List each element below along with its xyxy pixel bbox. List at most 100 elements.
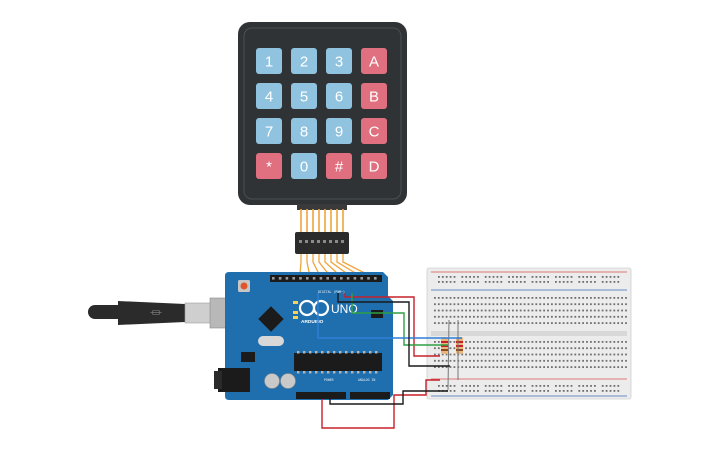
keypad-key-7[interactable]: 7 bbox=[256, 118, 282, 144]
keypad-wire[interactable] bbox=[306, 254, 311, 275]
breadboard-hole bbox=[625, 359, 627, 362]
wire-black-top[interactable] bbox=[337, 293, 450, 367]
keypad-key-6[interactable]: 6 bbox=[326, 83, 352, 109]
breadboard-hole bbox=[515, 309, 518, 312]
breadboard-hole bbox=[609, 366, 612, 368]
breadboard-hole bbox=[437, 353, 440, 356]
digital-pin bbox=[292, 277, 295, 280]
keypad-wires bbox=[299, 254, 367, 275]
breadboard-hole bbox=[496, 385, 499, 387]
header-pin bbox=[311, 240, 314, 243]
keypad-key-1[interactable]: 1 bbox=[256, 48, 282, 74]
keypad-key-A[interactable]: A bbox=[361, 48, 387, 74]
keypad-key-0[interactable]: 0 bbox=[291, 153, 317, 179]
breadboard-hole bbox=[504, 297, 506, 299]
breadboard-hole bbox=[539, 276, 542, 278]
wire-red-bottom[interactable] bbox=[321, 379, 440, 429]
keypad-key-#[interactable]: # bbox=[326, 153, 352, 179]
wire-green[interactable] bbox=[351, 293, 448, 346]
keypad-key-D[interactable]: D bbox=[361, 153, 387, 179]
breadboard-hole bbox=[621, 315, 623, 318]
keypad-key-4[interactable]: 4 bbox=[256, 83, 282, 109]
breadboard-hole bbox=[566, 315, 569, 318]
breadboard-hole bbox=[543, 309, 545, 312]
breadboard-hole bbox=[593, 359, 596, 362]
breadboard-hole bbox=[570, 359, 573, 362]
breadboard-hole bbox=[535, 390, 538, 392]
keypad-key-label: C bbox=[369, 124, 380, 141]
resistor-2[interactable] bbox=[456, 337, 463, 354]
header-pin bbox=[299, 240, 302, 243]
breadboard-hole bbox=[473, 385, 475, 387]
breadboard-hole bbox=[523, 341, 526, 343]
breadboard-hole bbox=[578, 366, 581, 368]
breadboard-hole bbox=[476, 353, 479, 356]
keypad-wire[interactable] bbox=[318, 254, 330, 275]
chip-leg bbox=[375, 351, 378, 354]
breadboard-hole bbox=[473, 309, 475, 312]
breadboard-hole bbox=[617, 303, 620, 306]
breadboard-hole bbox=[434, 297, 436, 299]
breadboard-hole bbox=[469, 322, 471, 324]
resistor-2-band bbox=[456, 345, 463, 347]
wire-black-bottom[interactable] bbox=[329, 390, 448, 405]
keypad-key-3[interactable]: 3 bbox=[326, 48, 352, 74]
breadboard-hole bbox=[531, 385, 534, 387]
breadboard-hole bbox=[535, 385, 538, 387]
keypad-header-pins bbox=[299, 240, 344, 243]
breadboard-hole bbox=[555, 390, 557, 392]
keypad-wire[interactable] bbox=[312, 254, 320, 275]
keypad-wire[interactable] bbox=[342, 254, 367, 275]
breadboard-hole bbox=[484, 281, 487, 283]
breadboard-hole bbox=[531, 297, 534, 299]
keypad-key-8[interactable]: 8 bbox=[291, 118, 317, 144]
breadboard-hole bbox=[437, 347, 440, 350]
breadboard-hole bbox=[484, 322, 487, 324]
breadboard-hole bbox=[535, 359, 538, 362]
breadboard-hole bbox=[508, 353, 510, 356]
breadboard-hole bbox=[504, 322, 506, 324]
breadboard-hole bbox=[492, 366, 495, 368]
breadboard-hole bbox=[582, 309, 584, 312]
breadboard-hole bbox=[445, 359, 448, 362]
breadboard-hole bbox=[519, 276, 522, 278]
digital-pin bbox=[367, 277, 370, 280]
keypad-wire[interactable] bbox=[324, 254, 339, 275]
keypad-key-C[interactable]: C bbox=[361, 118, 387, 144]
breadboard-hole bbox=[449, 390, 452, 392]
breadboard-hole bbox=[621, 297, 623, 299]
keypad-key-face bbox=[291, 83, 317, 109]
breadboard-hole bbox=[457, 315, 460, 318]
breadboard-hole bbox=[617, 359, 620, 362]
keypad-wire[interactable] bbox=[336, 254, 358, 275]
breadboard-hole bbox=[593, 341, 596, 343]
breadboard-hole bbox=[562, 359, 565, 362]
arduino-brand: ARDUINO bbox=[301, 319, 324, 325]
breadboard[interactable] bbox=[426, 267, 632, 400]
keypad-key-9[interactable]: 9 bbox=[326, 118, 352, 144]
wire-blue[interactable] bbox=[317, 293, 462, 339]
breadboard-hole bbox=[531, 341, 534, 343]
keypad-key-B[interactable]: B bbox=[361, 83, 387, 109]
breadboard-hole bbox=[531, 281, 534, 283]
keypad-key-face bbox=[326, 48, 352, 74]
keypad-wire[interactable] bbox=[330, 254, 348, 275]
breadboard-hole bbox=[558, 390, 561, 392]
wire-red-top[interactable] bbox=[344, 293, 440, 357]
breadboard-hole bbox=[519, 359, 522, 362]
breadboard-hole bbox=[508, 359, 510, 362]
keypad-key-5[interactable]: 5 bbox=[291, 83, 317, 109]
keypad-wire[interactable] bbox=[299, 254, 302, 275]
led[interactable] bbox=[447, 319, 459, 391]
breadboard-hole bbox=[586, 359, 588, 362]
arduino-board[interactable]: DIGITAL (PWM~) UNO ARDUINO bbox=[214, 272, 393, 400]
keypad-key-*[interactable]: * bbox=[256, 153, 282, 179]
keypad-inner-border bbox=[243, 27, 402, 200]
breadboard-hole bbox=[484, 315, 487, 318]
breadboard-hole bbox=[539, 390, 542, 392]
breadboard-hole bbox=[500, 303, 503, 306]
keypad-key-2[interactable]: 2 bbox=[291, 48, 317, 74]
breadboard-hole bbox=[453, 281, 456, 283]
breadboard-hole bbox=[590, 303, 592, 306]
